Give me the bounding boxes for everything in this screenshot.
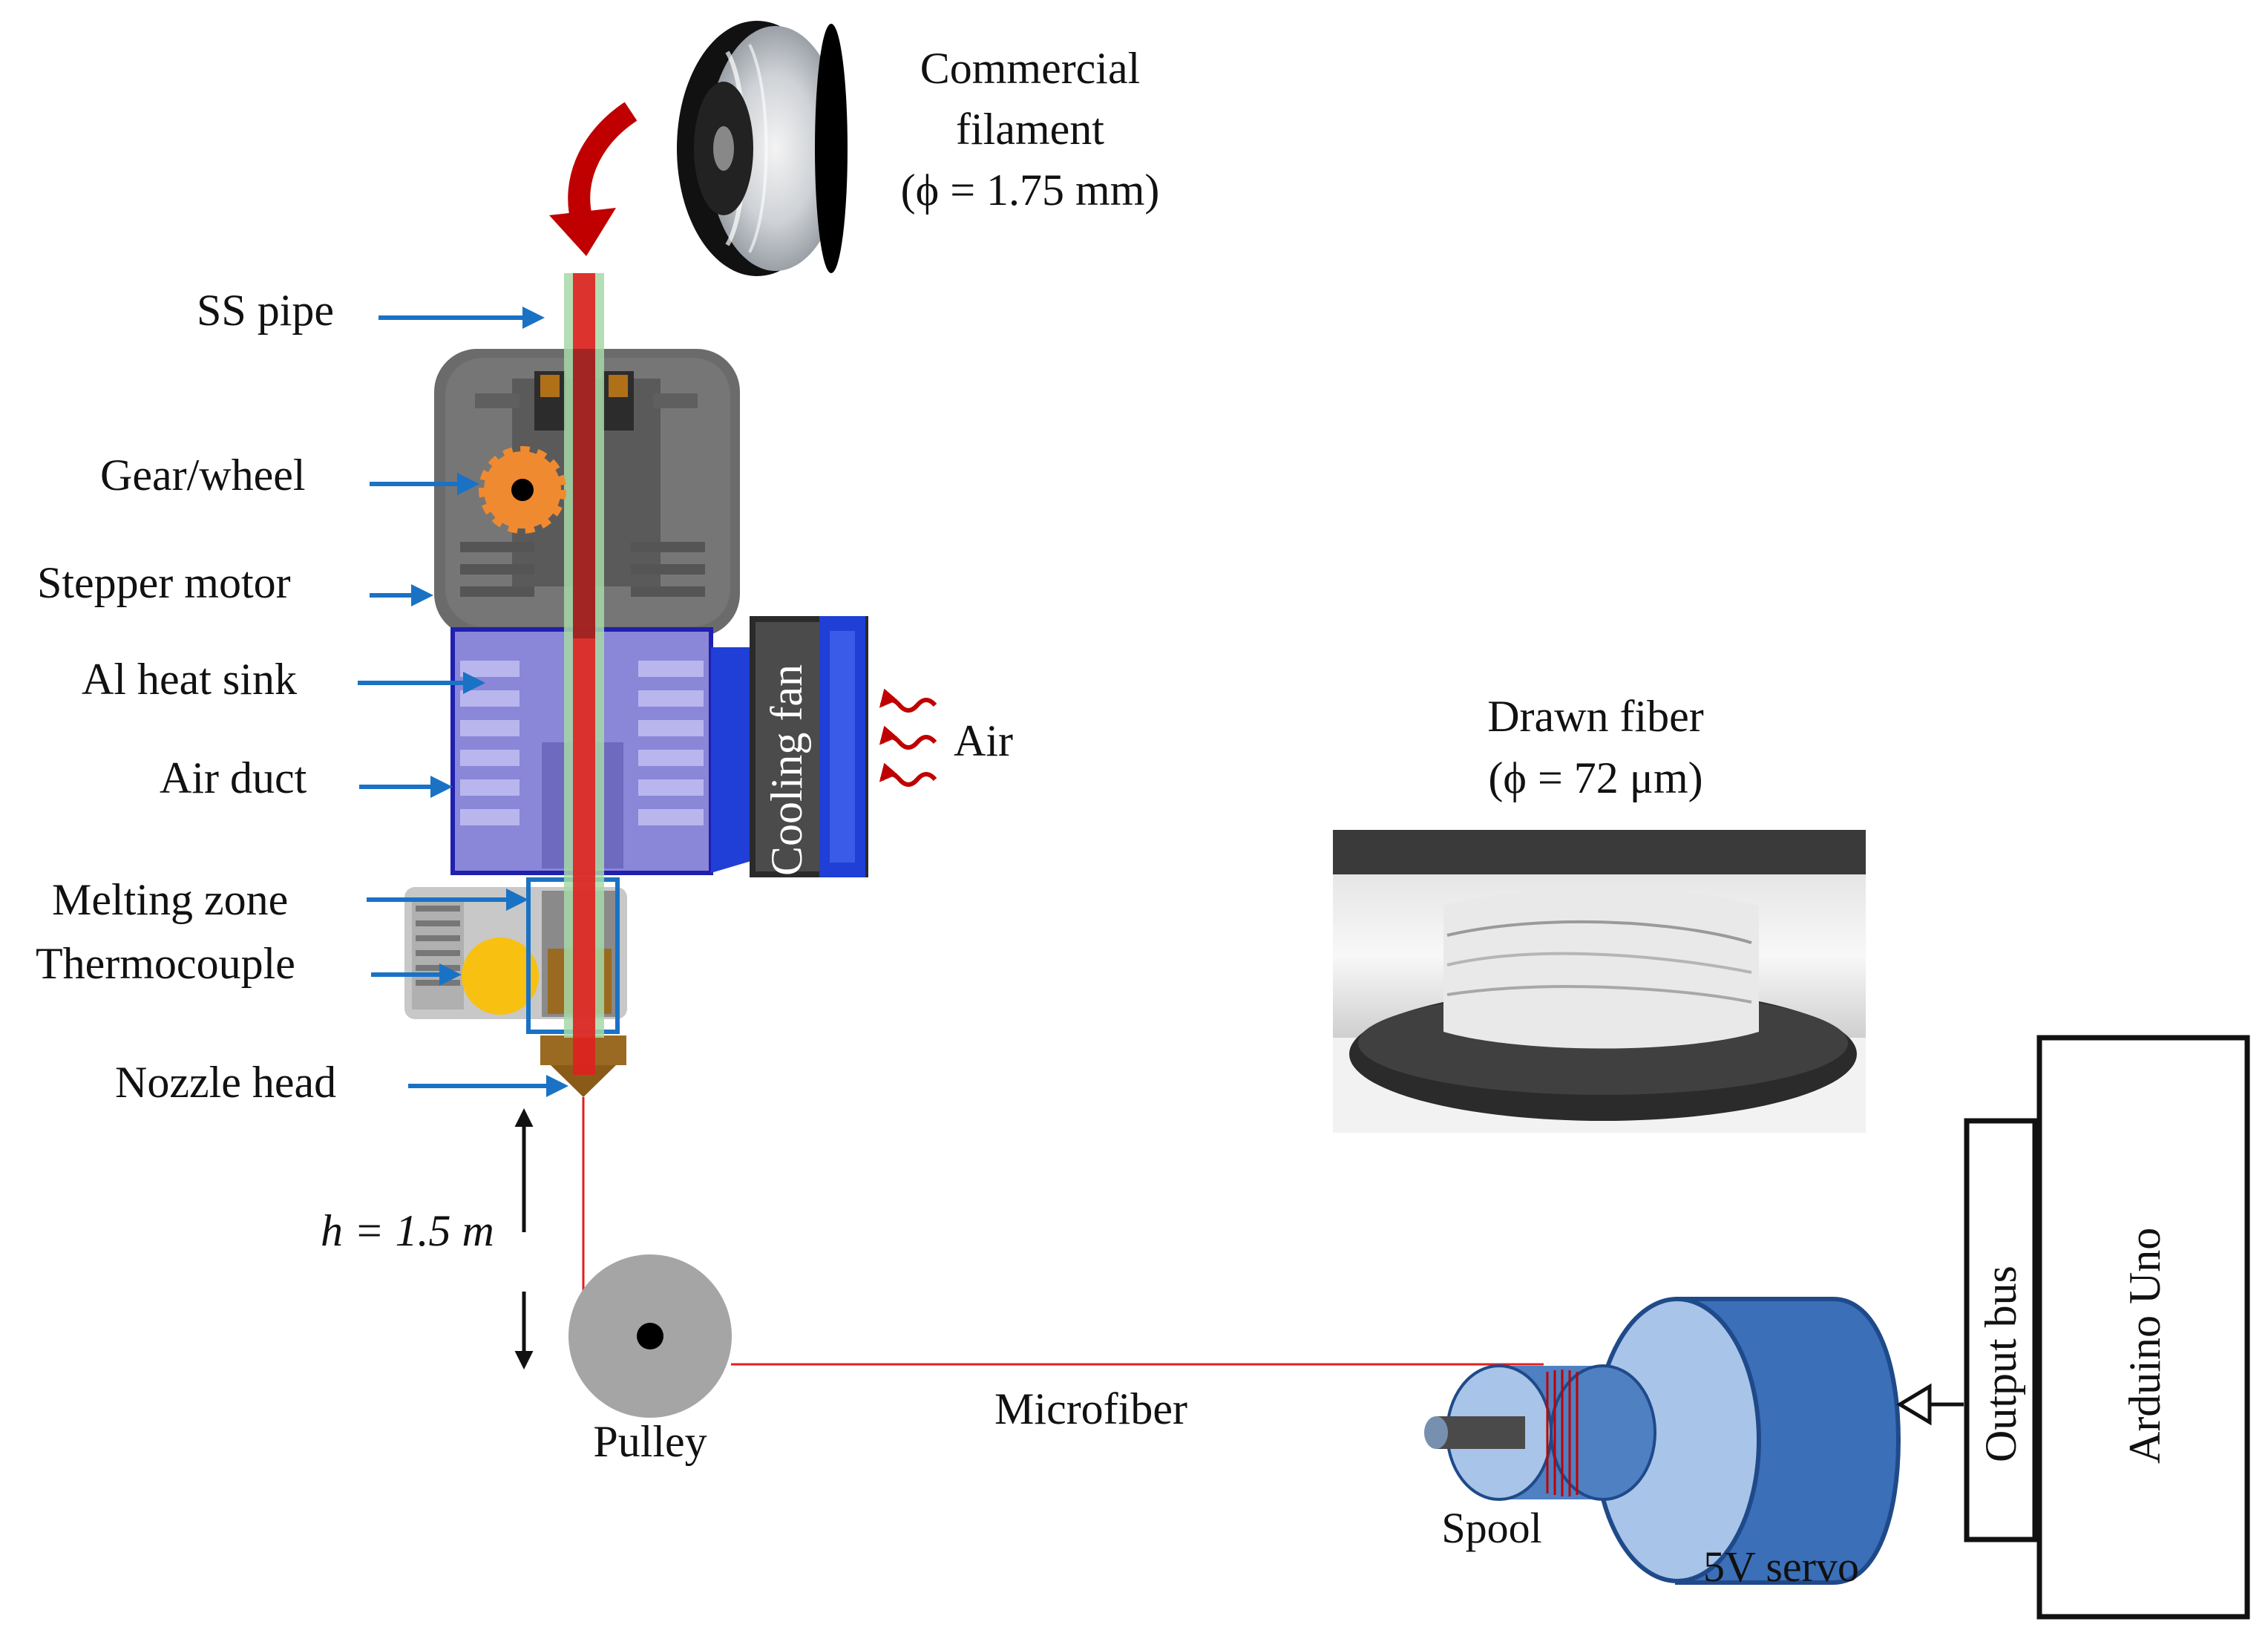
svg-text:Gear/wheel: Gear/wheel [100, 451, 306, 500]
feed-direction-arrow [568, 102, 638, 226]
arduino-uno-box: Arduino Uno [2036, 1035, 2250, 1620]
callout-nozzle-head: Nozzle head [115, 1058, 568, 1107]
drawn-fiber-spool-photo [1333, 830, 1866, 1133]
svg-text:(ϕ = 72 μm): (ϕ = 72 μm) [1488, 753, 1702, 802]
air-duct [711, 647, 751, 873]
svg-text:Arduino Uno: Arduino Uno [2120, 1228, 2169, 1464]
air-flow-arrows [879, 688, 937, 787]
callout-stepper-motor: Stepper motor [37, 558, 433, 607]
svg-text:filament: filament [956, 105, 1104, 154]
drawn-fiber-label: Drawn fiber (ϕ = 72 μm) [1487, 692, 1704, 802]
svg-text:Melting zone: Melting zone [52, 875, 288, 924]
filament-inside-motor [573, 349, 595, 638]
cooling-fan-label: Cooling fan [762, 664, 811, 876]
callout-gear-wheel: Gear/wheel [100, 451, 479, 500]
svg-text:Thermocouple: Thermocouple [36, 939, 295, 988]
svg-text:Drawn fiber: Drawn fiber [1487, 692, 1704, 741]
servo-label: 5V servo [1703, 1542, 1859, 1591]
spool-label: Spool [1441, 1504, 1541, 1552]
spool-cylinder: Spool [1424, 1364, 1656, 1552]
feed-direction-arrowhead [549, 208, 616, 256]
svg-text:Air duct: Air duct [160, 753, 307, 802]
gear-icon [479, 446, 566, 534]
callout-thermocouple: Thermocouple [36, 939, 462, 988]
svg-text:Stepper motor: Stepper motor [37, 558, 291, 607]
air-label: Air [954, 716, 1013, 765]
thermocouple-sensor [462, 938, 539, 1015]
svg-text:Nozzle head: Nozzle head [115, 1058, 336, 1107]
filament-source-label: Commercial filament (ϕ = 1.75 mm) [901, 44, 1160, 215]
height-indicator: h = 1.5 m [321, 1108, 534, 1370]
callout-ss-pipe: SS pipe [197, 286, 545, 335]
servo-motor: 5V servo [1593, 1297, 1901, 1591]
cooling-fan: Cooling fan [750, 616, 868, 877]
svg-text:SS pipe: SS pipe [197, 286, 334, 335]
bus-to-servo-arrow [1896, 1383, 1964, 1426]
callout-air-duct: Air duct [160, 753, 453, 802]
output-bus-box: Output bus [1964, 1118, 2038, 1542]
filament-spool [677, 21, 848, 276]
microfiber-label: Microfiber [994, 1384, 1187, 1433]
callout-melting-zone: Melting zone [52, 875, 528, 924]
pulley-label: Pulley [593, 1417, 707, 1466]
height-label: h = 1.5 m [321, 1206, 494, 1255]
svg-text:Al heat sink: Al heat sink [82, 655, 297, 704]
pulley: Pulley [568, 1254, 732, 1466]
svg-text:(ϕ = 1.75 mm): (ϕ = 1.75 mm) [901, 166, 1160, 215]
svg-text:Output bus: Output bus [1976, 1266, 2025, 1462]
svg-text:Commercial: Commercial [920, 44, 1141, 93]
callout-heat-sink: Al heat sink [82, 655, 485, 704]
